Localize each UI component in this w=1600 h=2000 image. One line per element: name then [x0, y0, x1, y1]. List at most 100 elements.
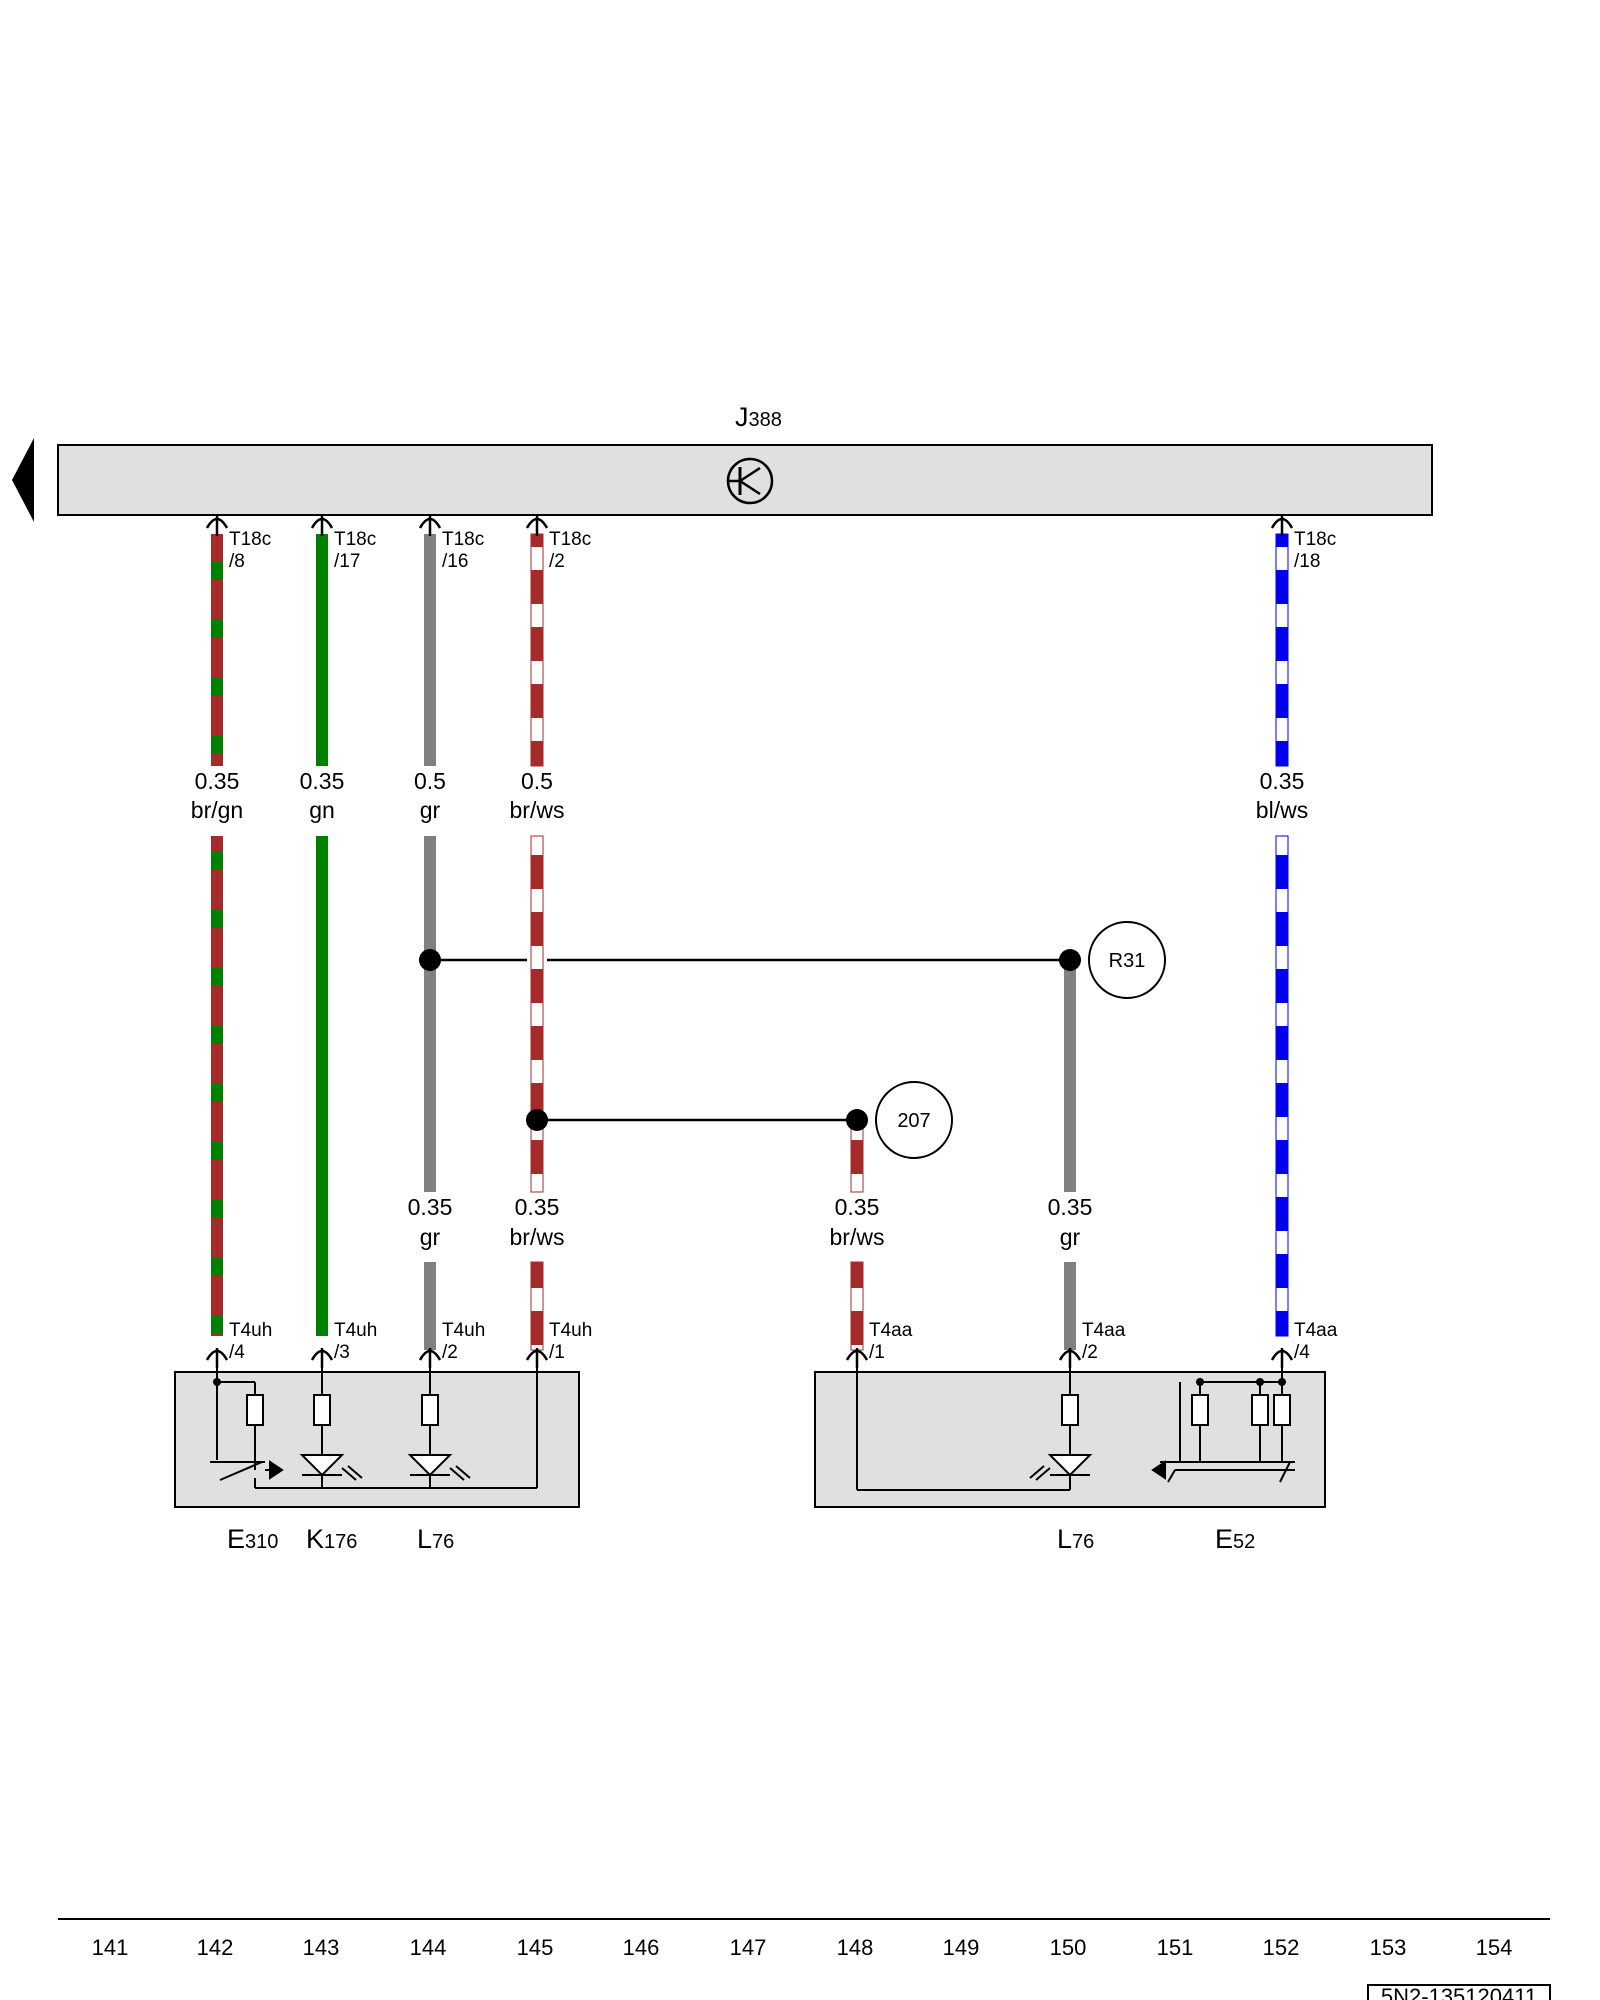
- scale-number: 145: [517, 1935, 554, 1960]
- wire-color-label: br/ws: [830, 1224, 885, 1250]
- wire-gn: [316, 534, 328, 766]
- triangle-left-icon[interactable]: [12, 438, 34, 522]
- pin-number-label: /2: [442, 1342, 458, 1363]
- junction-dot: [419, 949, 441, 971]
- wire-size-label: 0.35: [195, 768, 240, 794]
- wire-color-label: bl/ws: [1256, 797, 1308, 823]
- wire-gr-bottom: [424, 1262, 436, 1350]
- scale-number: 151: [1157, 1935, 1194, 1960]
- wire-br-ws-207: [850, 1121, 864, 1193]
- pin-number-label: /4: [229, 1342, 245, 1363]
- switch-e52-icon: [1151, 1368, 1295, 1483]
- bulb-l76-right-icon: [1029, 1368, 1093, 1490]
- ground-bus-right: [856, 1368, 1070, 1491]
- wire-br-ws-bottom-2: [850, 1261, 864, 1351]
- scale-number: 148: [837, 1935, 874, 1960]
- wire-color-label: br/gn: [191, 797, 243, 823]
- wire-color-label: gr: [1060, 1224, 1081, 1250]
- component-label-e310: E310: [227, 1524, 278, 1554]
- scale-number: 142: [197, 1935, 234, 1960]
- wire-br-ws-bottom: [530, 1261, 544, 1351]
- pin-number-label: /4: [1294, 1342, 1310, 1363]
- wire-size-label: 0.35: [408, 1194, 453, 1220]
- scale-number: 143: [303, 1935, 340, 1960]
- pin-connector-label: T4aa: [1082, 1320, 1126, 1341]
- wire-br-gn: [211, 534, 223, 766]
- pin-number-label: /17: [334, 551, 360, 572]
- pin-number-label: /2: [1082, 1342, 1098, 1363]
- junction-label-207: 207: [897, 1110, 930, 1132]
- wire-size-label: 0.5: [414, 768, 446, 794]
- pin-connector-label: T4uh: [229, 1320, 272, 1341]
- pin-connector-label: T4aa: [1294, 1320, 1338, 1341]
- pin-number-label: /2: [549, 551, 565, 572]
- connector-terminals-top: [205, 516, 1294, 536]
- scale-number: 147: [730, 1935, 767, 1960]
- indicator-k176-icon: [299, 1368, 363, 1481]
- connector-terminals-bottom: [205, 1348, 1294, 1368]
- pin-number-label: /18: [1294, 551, 1320, 572]
- wire-size-label: 0.35: [300, 768, 345, 794]
- pin-number-label: /16: [442, 551, 468, 572]
- wire-size-label: 0.35: [515, 1194, 560, 1220]
- scale-numbers: 141 142 143 144 145 146 147 148 149 150 …: [92, 1935, 1513, 1960]
- scale-number: 154: [1476, 1935, 1513, 1960]
- control-unit-label: J388: [735, 402, 782, 432]
- pin-connector-label: T4aa: [869, 1320, 913, 1341]
- wire-br-ws: [530, 533, 544, 767]
- wire-bl-ws-lower: [1275, 835, 1289, 1337]
- component-label-l76: L76: [417, 1524, 454, 1554]
- pin-connector-label: T4uh: [442, 1320, 485, 1341]
- scale-number: 144: [410, 1935, 447, 1960]
- pin-connector-label: T18c: [549, 529, 591, 550]
- pin-connector-label: T18c: [442, 529, 484, 550]
- junction-dot: [846, 1109, 868, 1131]
- junction-dot: [526, 1109, 548, 1131]
- bulb-l76-icon: [407, 1368, 471, 1481]
- scale-number: 149: [943, 1935, 980, 1960]
- doc-id-box: [1367, 1984, 1551, 2000]
- wire-gr-middle: [424, 836, 436, 1192]
- pin-connector-label: T18c: [229, 529, 271, 550]
- wire-color-label: gr: [420, 1224, 441, 1250]
- junction-circle-r31[interactable]: [1088, 921, 1166, 999]
- wire-size-label: 0.35: [1260, 768, 1305, 794]
- wire-size-label: 0.35: [1048, 1194, 1093, 1220]
- doc-id-label: 5N2-135120411: [1381, 1984, 1537, 2000]
- pin-number-label: /1: [869, 1342, 885, 1363]
- wire-gr-r31: [1064, 962, 1076, 1192]
- component-label-l76-right: L76: [1057, 1524, 1094, 1554]
- wire-gr: [424, 534, 436, 766]
- wire-br-gn-lower: [211, 836, 223, 1336]
- wire-color-label: gr: [420, 797, 441, 823]
- pin-number-label: /8: [229, 551, 245, 572]
- pin-connector-label: T4uh: [549, 1320, 592, 1341]
- wire-color-label: gn: [309, 797, 335, 823]
- wire-color-label: br/ws: [510, 1224, 565, 1250]
- component-housing-left: [174, 1371, 580, 1508]
- ground-bus-left: [255, 1368, 538, 1489]
- wire-color-label: br/ws: [510, 797, 565, 823]
- component-label-k176: K176: [306, 1524, 357, 1554]
- pin-number-label: /3: [334, 1342, 350, 1363]
- scale-number: 146: [623, 1935, 660, 1960]
- scale-number: 150: [1050, 1935, 1087, 1960]
- wire-gn-lower: [316, 836, 328, 1336]
- wire-size-label: 0.5: [521, 768, 553, 794]
- switch-e310-icon: [210, 1368, 284, 1488]
- control-unit-housing: [57, 444, 1433, 516]
- scale-number: 152: [1263, 1935, 1300, 1960]
- junction-label-r31: R31: [1109, 950, 1146, 972]
- component-label-e52: E52: [1215, 1524, 1255, 1554]
- pin-number-label: /1: [549, 1342, 565, 1363]
- pin-connector-label: T18c: [1294, 529, 1336, 550]
- junction-circle-207[interactable]: [875, 1081, 953, 1159]
- wire-size-label: 0.35: [835, 1194, 880, 1220]
- wire-gr-bottom-2: [1064, 1262, 1076, 1350]
- transistor-icon: [726, 457, 774, 505]
- pin-connector-label: T18c: [334, 529, 376, 550]
- scale-number: 153: [1370, 1935, 1407, 1960]
- scale-number: 141: [92, 1935, 129, 1960]
